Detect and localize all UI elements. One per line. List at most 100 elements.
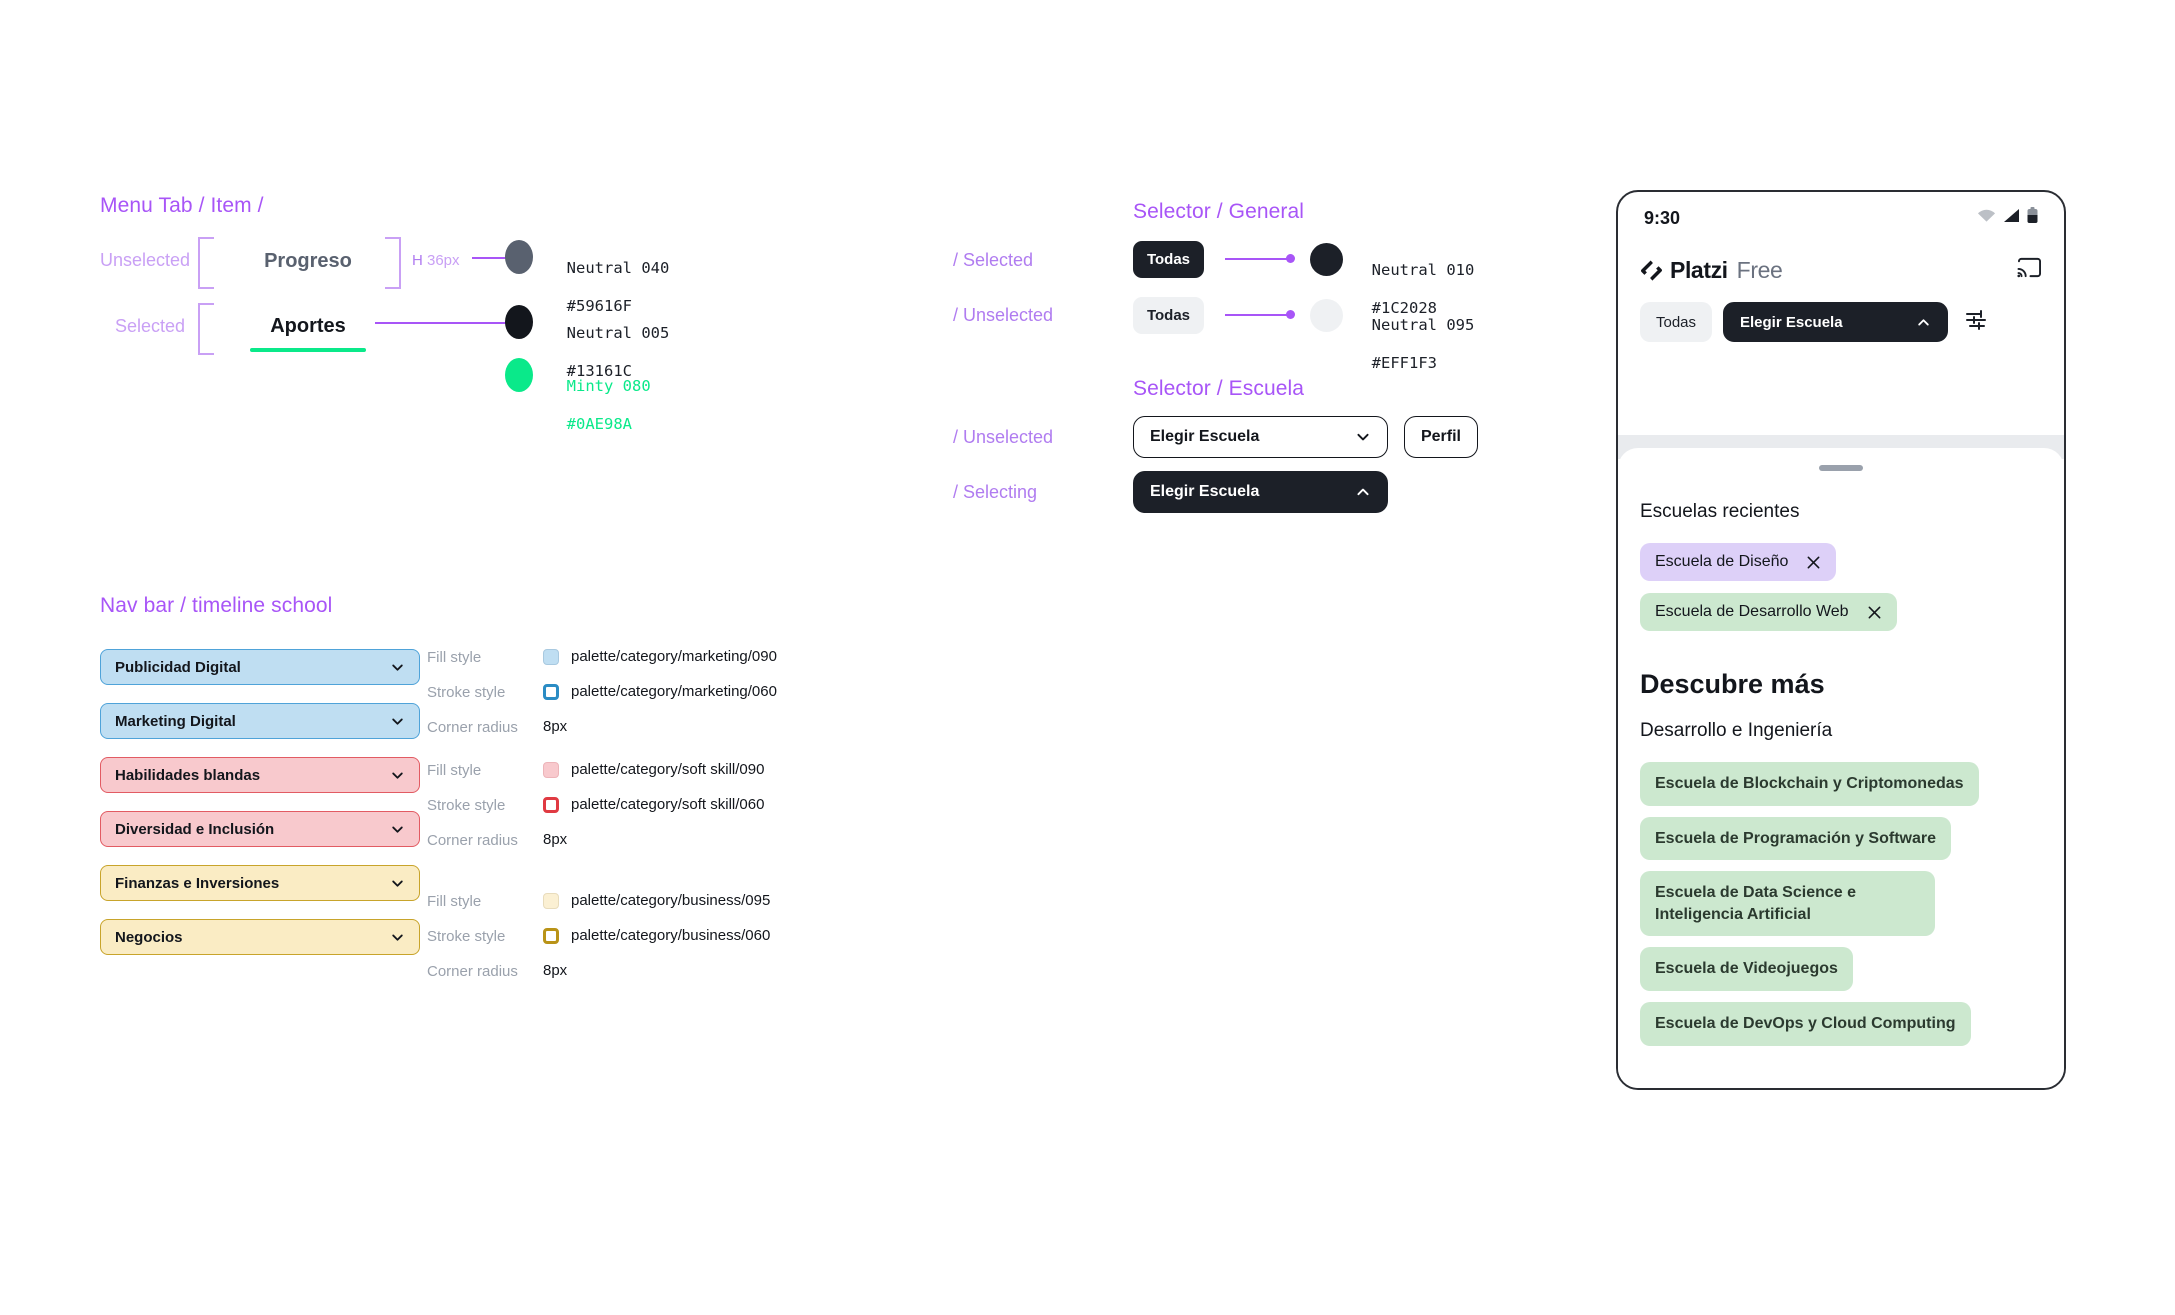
- recent-school-label: Escuela de Diseño: [1655, 553, 1789, 570]
- connector-line-neutral-040: [472, 257, 512, 259]
- filter-sliders-icon[interactable]: [1965, 309, 1989, 336]
- tab-active-underline: [250, 348, 366, 352]
- chevron-down-icon: [390, 930, 405, 945]
- chevron-down-icon: [390, 822, 405, 837]
- chevron-down-icon: [390, 660, 405, 675]
- platzi-diamond-icon: [1640, 259, 1663, 282]
- connector-line-neutral-095: [1225, 314, 1291, 316]
- tab-item-aportes[interactable]: Aportes: [270, 315, 346, 337]
- chip-todas[interactable]: Todas: [1640, 302, 1712, 342]
- spec-swatch-stroke-business: [543, 928, 559, 944]
- selector-escuela-section-title: Selector / Escuela: [1133, 377, 1305, 400]
- spec-value-fill-marketing: palette/category/marketing/090: [571, 648, 777, 665]
- connector-dot-neutral-095: [1286, 310, 1295, 319]
- spec-key-radius-marketing: Corner radius: [427, 719, 518, 736]
- menu-tab-unselected-label: Unselected: [100, 250, 191, 270]
- navbar-item-label: Finanzas e Inversiones: [115, 874, 280, 892]
- spec-key-stroke-softskill: Stroke style: [427, 797, 506, 814]
- chevron-down-icon: [390, 876, 405, 891]
- perfil-button[interactable]: Perfil: [1404, 416, 1478, 458]
- tab-item-progreso[interactable]: Progreso: [264, 250, 352, 272]
- token-hex-neutral-010: #1C2028: [1371, 298, 1437, 317]
- close-icon[interactable]: [1806, 555, 1821, 570]
- navbar-item-marketing-digital[interactable]: Marketing Digital: [100, 703, 420, 739]
- navbar-item-negocios[interactable]: Negocios: [100, 919, 420, 955]
- brand-plan: Free: [1736, 256, 1783, 283]
- selector-general-section-title: Selector / General: [1133, 200, 1305, 223]
- token-name-neutral-005: Neutral 005: [566, 323, 670, 342]
- todas-button-unselected[interactable]: Todas: [1133, 297, 1204, 334]
- spec-swatch-stroke-marketing: [543, 684, 559, 700]
- navbar-item-publicidad-digital[interactable]: Publicidad Digital: [100, 649, 420, 685]
- swatch-neutral-040: [505, 240, 533, 274]
- recent-school-chip-desarrollo-web[interactable]: Escuela de Desarrollo Web: [1640, 593, 1897, 631]
- school-chip[interactable]: Escuela de DevOps y Cloud Computing: [1640, 1001, 1971, 1046]
- school-chip[interactable]: Escuela de Data Science e Inteligencia A…: [1640, 871, 1935, 937]
- token-hex-neutral-095: #EFF1F3: [1371, 353, 1437, 372]
- swatch-caption-minty-080: Minty 080 #0AE98A: [548, 358, 651, 434]
- battery-icon: [2027, 207, 2038, 229]
- swatch-caption-neutral-095: Neutral 095 #EFF1F3: [1353, 297, 1475, 373]
- recent-school-label: Escuela de Desarrollo Web: [1655, 603, 1849, 620]
- chevron-up-icon: [1916, 315, 1931, 330]
- phone-selector-label: Elegir Escuela: [1740, 313, 1843, 331]
- school-chip[interactable]: Escuela de Videojuegos: [1640, 947, 1853, 991]
- sheet-drag-handle[interactable]: [1819, 465, 1863, 471]
- phone-elegir-escuela-selector[interactable]: Elegir Escuela: [1723, 302, 1948, 342]
- spec-value-radius-business: 8px: [543, 962, 568, 979]
- token-hex-minty-080: #0AE98A: [566, 414, 632, 433]
- menu-tab-selected-label: Selected: [115, 316, 186, 336]
- height-annotation-value: 36px: [427, 252, 460, 269]
- navbar-item-label: Marketing Digital: [115, 712, 236, 730]
- spec-key-stroke-marketing: Stroke style: [427, 684, 506, 701]
- cellular-signal-icon: [2003, 208, 2020, 228]
- swatch-neutral-005: [505, 305, 533, 339]
- elegir-escuela-select-unselected[interactable]: Elegir Escuela: [1133, 416, 1388, 458]
- status-bar: 9:30: [1618, 192, 2064, 244]
- navbar-item-diversidad-e-inclusion[interactable]: Diversidad e Inclusión: [100, 811, 420, 847]
- connector-line-neutral-005: [375, 322, 512, 324]
- school-list: Escuela de Blockchain y Criptomonedas Es…: [1640, 762, 2042, 1046]
- selector-escuela-unselected-label: / Unselected: [953, 427, 1054, 447]
- token-name-minty-080: Minty 080: [566, 376, 651, 395]
- brand-logo[interactable]: Platzi Free: [1640, 256, 1783, 284]
- spec-value-radius-marketing: 8px: [543, 718, 568, 735]
- chevron-down-icon: [390, 714, 405, 729]
- phone-mockup: 9:30: [1616, 190, 2066, 1090]
- bracket-right-unselected: [385, 237, 401, 289]
- elegir-escuela-label-selecting: Elegir Escuela: [1150, 483, 1260, 500]
- selector-general-unselected-label: / Unselected: [953, 305, 1054, 325]
- token-name-neutral-095: Neutral 095: [1371, 315, 1475, 334]
- navbar-item-habilidades-blandas[interactable]: Habilidades blandas: [100, 757, 420, 793]
- spec-swatch-fill-business: [543, 893, 559, 909]
- bracket-left-selected: [198, 303, 214, 355]
- school-chip[interactable]: Escuela de Blockchain y Criptomonedas: [1640, 762, 1979, 806]
- swatch-caption-neutral-010: Neutral 010 #1C2028: [1353, 242, 1475, 318]
- cast-icon[interactable]: [2017, 256, 2042, 284]
- spec-key-radius-softskill: Corner radius: [427, 832, 518, 849]
- spec-swatch-stroke-softskill: [543, 797, 559, 813]
- chevron-down-icon: [390, 768, 405, 783]
- token-name-neutral-040: Neutral 040: [566, 258, 670, 277]
- swatch-neutral-010: [1310, 243, 1343, 276]
- spec-swatch-fill-softskill: [543, 762, 559, 778]
- navbar-item-label: Diversidad e Inclusión: [115, 820, 275, 838]
- chevron-up-icon: [1355, 484, 1371, 500]
- selector-escuela-selecting-label: / Selecting: [953, 482, 1038, 502]
- spec-key-fill-business: Fill style: [427, 893, 482, 910]
- school-chip[interactable]: Escuela de Programación y Software: [1640, 816, 1951, 861]
- spec-value-stroke-business: palette/category/business/060: [571, 927, 771, 944]
- close-icon[interactable]: [1867, 605, 1882, 620]
- spec-value-stroke-marketing: palette/category/marketing/060: [571, 683, 777, 700]
- wifi-icon: [1977, 208, 1996, 228]
- status-time: 9:30: [1644, 207, 1681, 228]
- swatch-neutral-095: [1310, 299, 1343, 332]
- elegir-escuela-select-selecting[interactable]: Elegir Escuela: [1133, 471, 1388, 513]
- navbar-item-finanzas-e-inversiones[interactable]: Finanzas e Inversiones: [100, 865, 420, 901]
- todas-button-selected[interactable]: Todas: [1133, 241, 1204, 278]
- spec-swatch-fill-marketing: [543, 649, 559, 665]
- token-hex-neutral-005: #13161C: [566, 361, 632, 380]
- recent-school-chip-diseno[interactable]: Escuela de Diseño: [1640, 543, 1837, 581]
- connector-line-neutral-010: [1225, 258, 1291, 260]
- brand-name: Platzi: [1670, 256, 1728, 283]
